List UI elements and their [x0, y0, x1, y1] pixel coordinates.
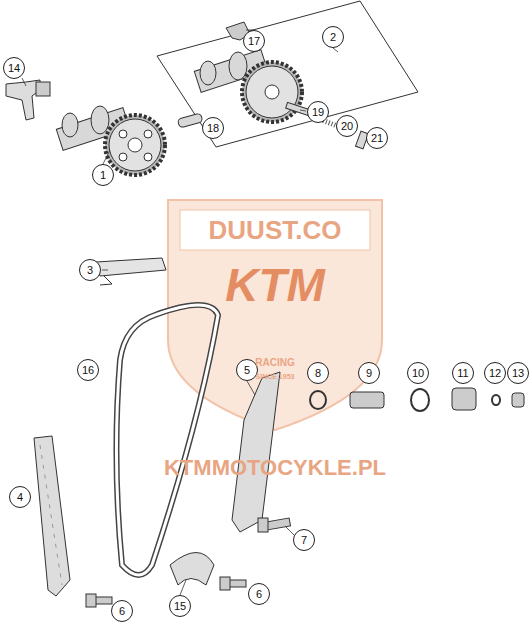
callout-number: 13 — [507, 362, 529, 384]
callout-number: 3 — [79, 259, 101, 281]
callout-number: 4 — [9, 486, 31, 508]
callout-number: 2 — [322, 26, 344, 48]
callout-number: 18 — [202, 117, 224, 139]
callout-number: 16 — [77, 359, 99, 381]
callout-number: 14 — [3, 57, 25, 79]
callout-number: 6 — [248, 583, 270, 605]
watermark-text: DUUST.CO — [209, 215, 342, 246]
callout-number: 5 — [236, 359, 258, 381]
watermark-text: SINCE 1953 — [256, 373, 295, 380]
watermark-text: KTM — [225, 258, 325, 312]
callout-number: 20 — [336, 115, 358, 137]
callout-number: 11 — [452, 362, 474, 384]
callout-number: 8 — [307, 362, 329, 384]
callout-number: 9 — [358, 362, 380, 384]
callout-number: 1 — [92, 164, 114, 186]
callout-number: 17 — [243, 30, 265, 52]
callout-number: 12 — [484, 362, 506, 384]
callout-number: 10 — [407, 362, 429, 384]
callout-number: 19 — [307, 101, 329, 123]
watermark-text: RACING — [255, 357, 294, 368]
callout-number: 21 — [366, 127, 388, 149]
callout-number: 6 — [111, 600, 133, 622]
callout-number: 15 — [169, 595, 191, 617]
watermark-text: KTMMOTOCYKLE.PL — [164, 455, 386, 481]
callout-number: 7 — [293, 529, 315, 551]
